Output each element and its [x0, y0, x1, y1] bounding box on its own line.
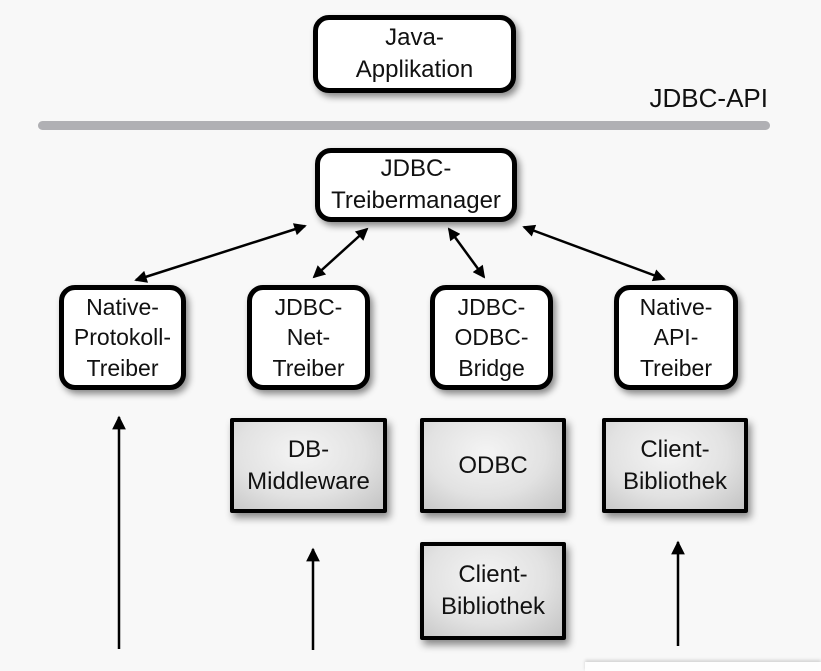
- node-jdbc-net-treiber-label: JDBC- Net- Treiber: [272, 293, 345, 381]
- node-client-bibliothek-right: Client- Bibliothek: [602, 418, 748, 513]
- node-client-bibliothek-right-label: Client- Bibliothek: [622, 435, 728, 495]
- arrow-treibermanager-native-protokoll: [134, 223, 307, 283]
- jdbc-api-divider-line: [38, 121, 770, 130]
- node-jdbc-treibermanager-label: JDBC- Treibermanager: [331, 155, 501, 214]
- node-client-bibliothek-bottom-label: Client- Bibliothek: [440, 561, 546, 620]
- arrow-treibermanager-jdbc-net: [312, 227, 369, 279]
- node-native-api-treiber-label: Native- API- Treiber: [639, 293, 713, 381]
- node-native-protokoll-treiber-label: Native- Protokoll- Treiber: [73, 293, 172, 381]
- node-jdbc-odbc-bridge: JDBC- ODBC- Bridge: [430, 285, 553, 390]
- node-native-api-treiber: Native- API- Treiber: [614, 285, 738, 390]
- node-odbc: ODBC: [420, 418, 566, 513]
- node-db-middleware: DB- Middleware: [230, 418, 387, 513]
- node-java-applikation-label: Java- Applikation: [355, 24, 474, 83]
- node-odbc-label: ODBC: [458, 451, 528, 479]
- jdbc-api-label: JDBC-API: [649, 83, 768, 113]
- node-client-bibliothek-bottom: Client- Bibliothek: [420, 542, 566, 640]
- partial-node-bottom-right: [585, 662, 821, 671]
- node-db-middleware-label: DB- Middleware: [247, 435, 370, 495]
- node-jdbc-treibermanager: JDBC- Treibermanager: [315, 148, 517, 222]
- node-native-protokoll-treiber: Native- Protokoll- Treiber: [59, 285, 186, 390]
- arrow-treibermanager-native-api: [522, 224, 666, 282]
- node-jdbc-odbc-bridge-label: JDBC- ODBC- Bridge: [454, 293, 529, 381]
- node-java-applikation: Java- Applikation: [313, 15, 516, 93]
- node-jdbc-net-treiber: JDBC- Net- Treiber: [247, 285, 370, 390]
- arrow-treibermanager-jdbc-odbc: [447, 227, 486, 279]
